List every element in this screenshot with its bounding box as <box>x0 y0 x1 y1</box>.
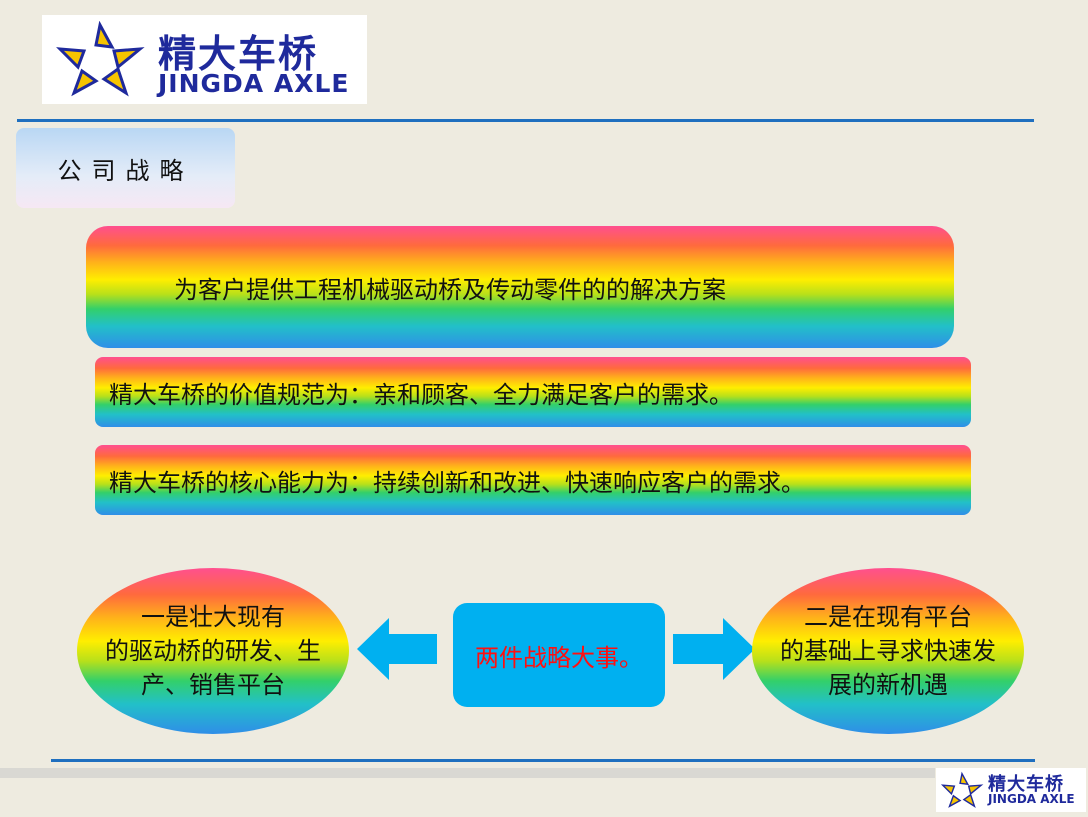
left-point-line: 一是壮大现有 <box>141 603 285 631</box>
left-arrow-icon <box>357 618 437 680</box>
footer-band <box>0 768 935 778</box>
footer-logo: 精大车桥 JINGDA AXLE <box>936 768 1086 812</box>
statement-text: 精大车桥的核心能力为：持续创新和改进、快速响应客户的需求。 <box>109 468 805 497</box>
center-box: 两件战略大事。 <box>453 603 665 707</box>
right-arrow-icon <box>673 618 755 680</box>
footer-logo-en: JINGDA AXLE <box>988 792 1075 806</box>
left-point-ellipse: 一是壮大现有 的驱动桥的研发、生 产、销售平台 <box>77 568 349 734</box>
right-point-line: 的基础上寻求快速发 <box>780 637 996 665</box>
right-point-line: 二是在现有平台 <box>804 603 972 631</box>
bottom-divider <box>51 759 1035 762</box>
statement-core-ability: 精大车桥的核心能力为：持续创新和改进、快速响应客户的需求。 <box>95 445 971 515</box>
right-point-ellipse: 二是在现有平台 的基础上寻求快速发 展的新机遇 <box>752 568 1024 734</box>
star-logo-icon <box>940 771 984 808</box>
left-point-line: 产、销售平台 <box>141 671 285 699</box>
right-point-line: 展的新机遇 <box>828 671 948 699</box>
center-text: 两件战略大事。 <box>475 643 643 672</box>
star-logo-icon <box>56 21 145 97</box>
section-tag: 公司战略 <box>16 128 235 208</box>
statement-text: 精大车桥的价值规范为：亲和顾客、全力满足客户的需求。 <box>109 380 733 409</box>
company-logo: 精大车桥 JINGDA AXLE <box>42 15 367 104</box>
statement-values: 精大车桥的价值规范为：亲和顾客、全力满足客户的需求。 <box>95 357 971 427</box>
statement-text: 为客户提供工程机械驱动桥及传动零件的的解决方案 <box>174 275 726 304</box>
top-divider <box>17 119 1034 122</box>
footer-logo-cn: 精大车桥 <box>988 774 1064 795</box>
left-point-line: 的驱动桥的研发、生 <box>105 637 321 665</box>
logo-cn-text: 精大车桥 <box>158 32 319 76</box>
statement-solution: 为客户提供工程机械驱动桥及传动零件的的解决方案 <box>86 226 954 348</box>
logo-en-text: JINGDA AXLE <box>158 69 350 98</box>
